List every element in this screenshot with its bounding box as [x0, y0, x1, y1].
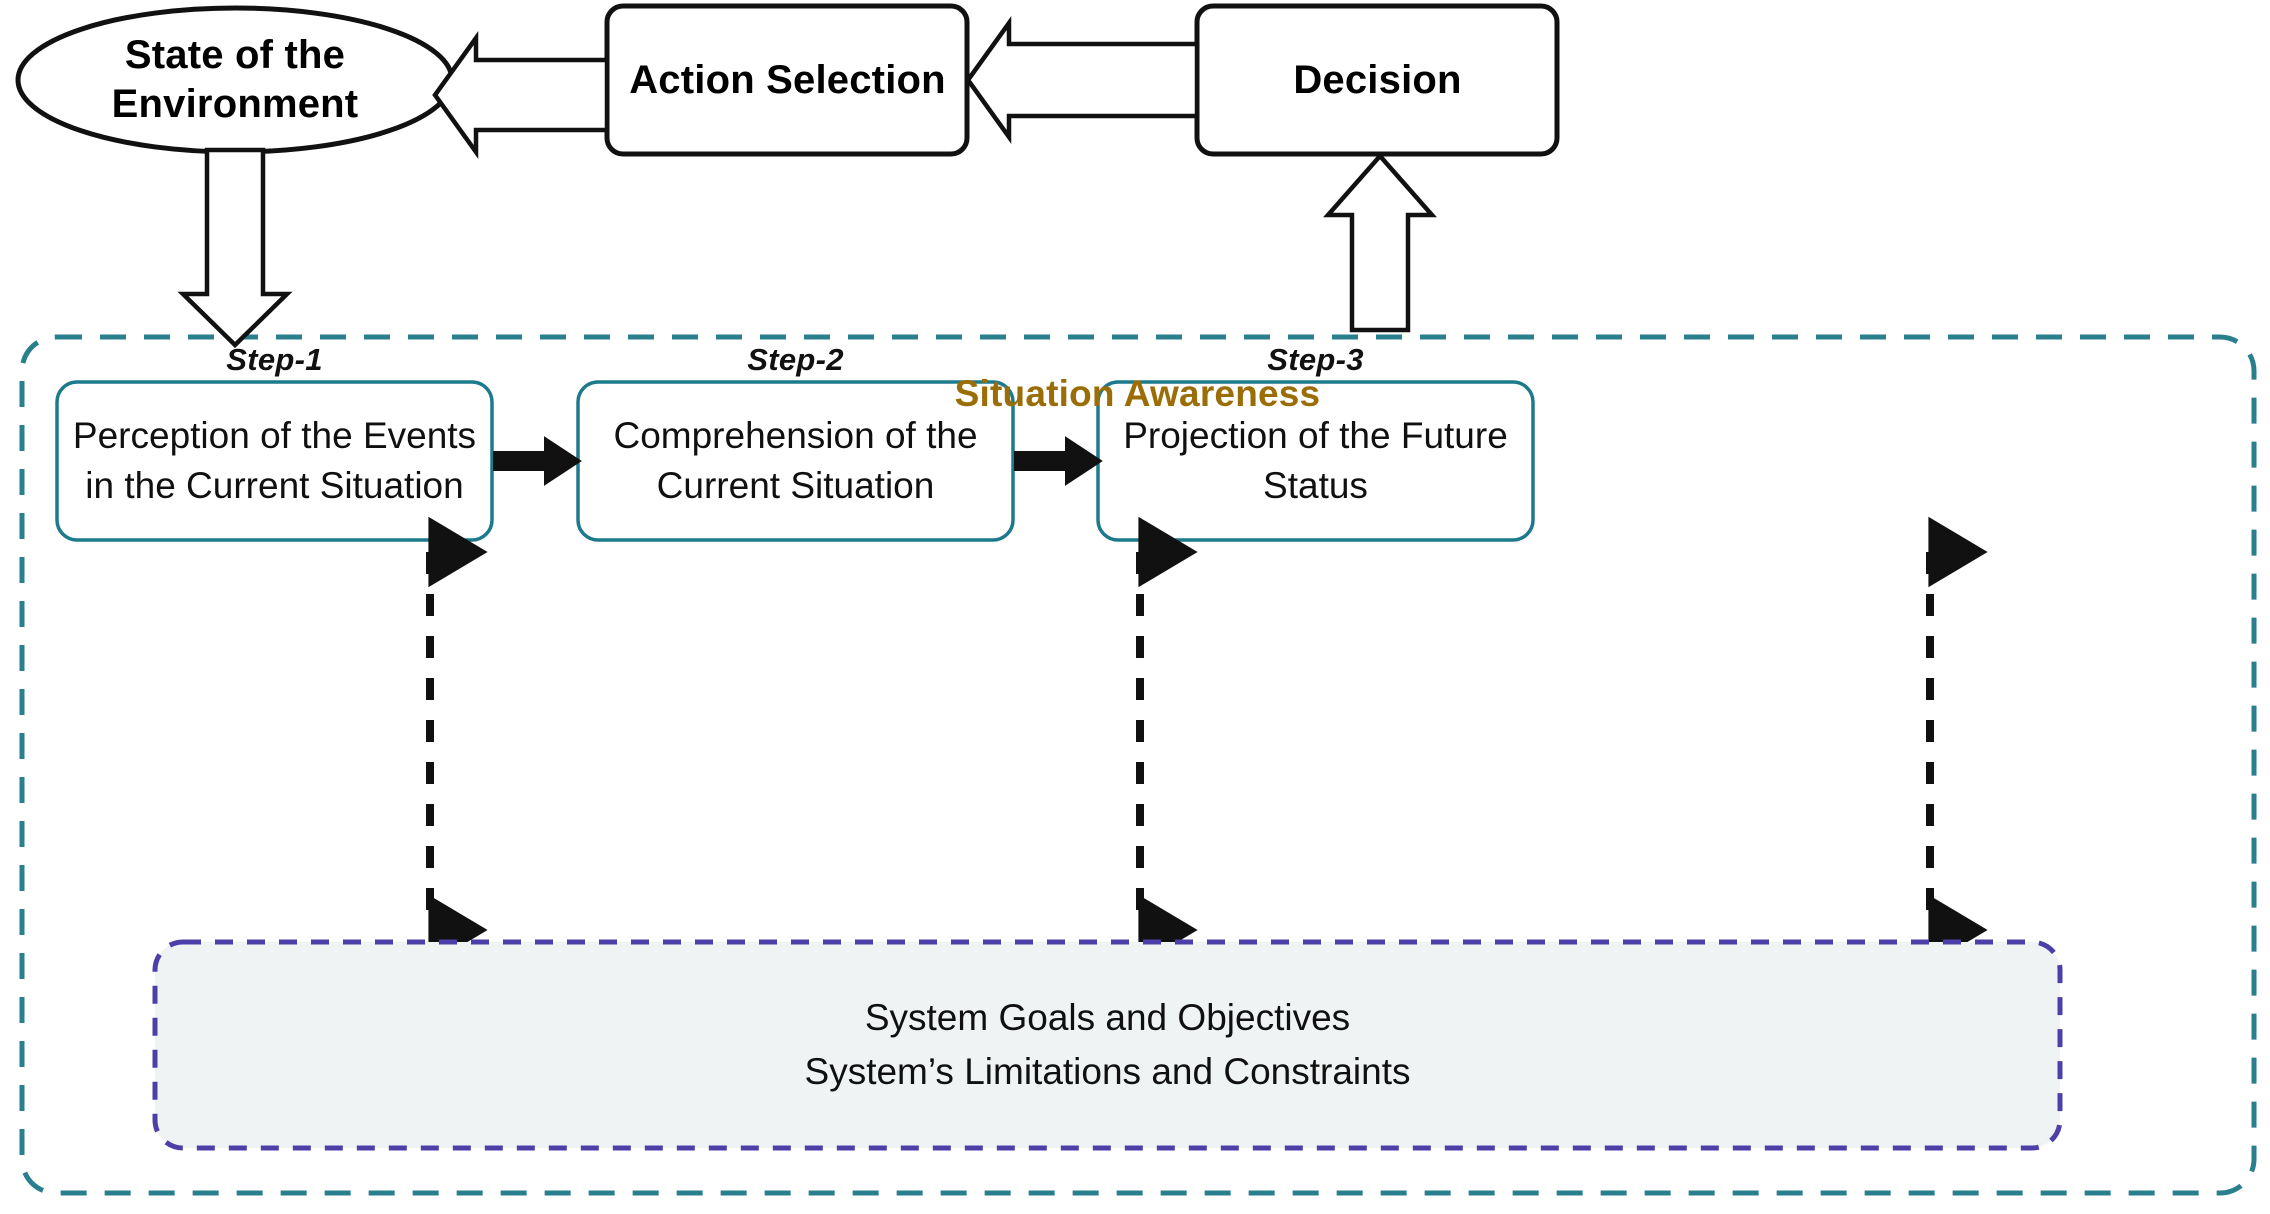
- step-1-box[interactable]: [55, 380, 494, 542]
- step-1-caption: Step-1: [226, 342, 323, 378]
- step-1-text: Perception of the Events in the Current …: [72, 414, 477, 506]
- arrow-environment-to-situation-awareness: [177, 147, 293, 349]
- arrow-step1-to-step2: [493, 436, 582, 486]
- step-2-text: Comprehension of the Current Situation: [613, 414, 978, 506]
- arrow-step2-to-step3: [1014, 436, 1103, 486]
- goals-panel[interactable]: [152, 939, 2063, 1151]
- step-2-caption: Step-2: [747, 342, 844, 378]
- arrow-situation-awareness-to-decision: [1323, 152, 1437, 333]
- situation-awareness-container: [19, 334, 2257, 1196]
- arrow-decision-to-action-selection: [965, 16, 1200, 144]
- step-3-caption: Step-3: [1267, 342, 1364, 378]
- situation-awareness-title: Situation Awareness: [954, 373, 1321, 415]
- action-selection-label: Action Selection: [629, 57, 946, 102]
- state-of-environment-label: State of the Environment: [111, 33, 359, 126]
- decision-label: Decision: [1293, 57, 1462, 102]
- arrow-action-selection-to-environment: [432, 31, 610, 159]
- step-3-text: Projection of the Future Status: [1123, 414, 1508, 506]
- goals-panel-text: System Goals and Objectives System’s Lim…: [804, 997, 1411, 1092]
